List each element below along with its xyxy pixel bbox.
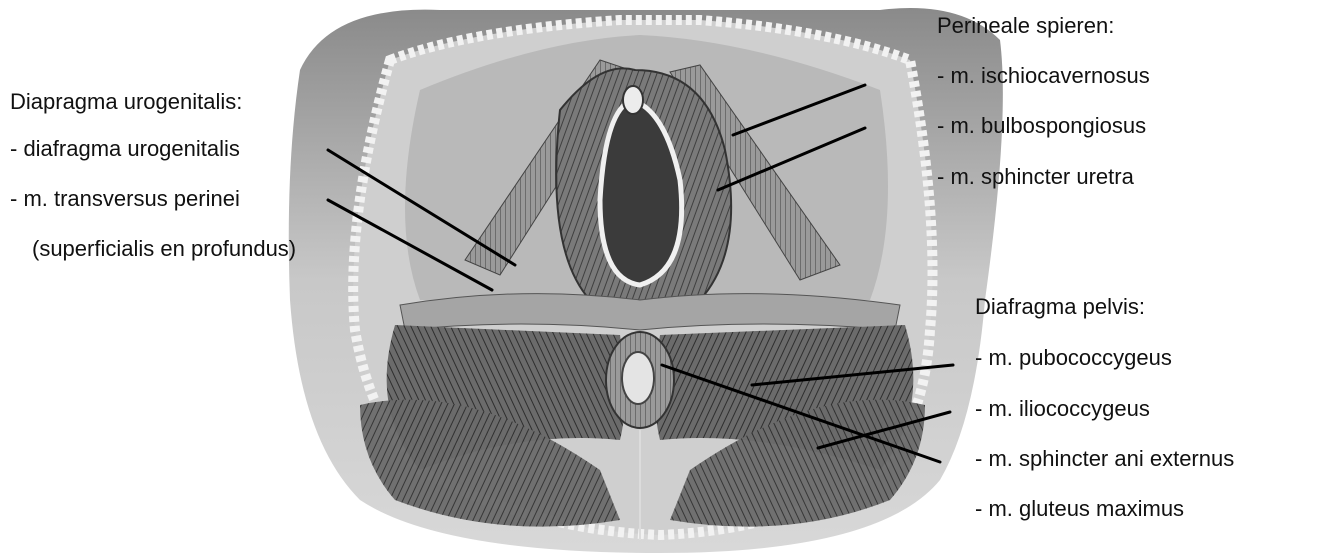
anus: [622, 352, 654, 404]
label-ischiocavernosus: - m. ischiocavernosus: [937, 63, 1150, 89]
label-sphincter-uretra: - m. sphincter uretra: [937, 164, 1134, 190]
label-gluteus-maximus: - m. gluteus maximus: [975, 496, 1184, 522]
label-perineal-heading: Perineale spieren:: [937, 13, 1114, 39]
label-bulbospongiosus: - m. bulbospongiosus: [937, 113, 1146, 139]
label-superficialis-profundus: (superficialis en profundus): [32, 236, 296, 262]
label-transversus-perinei: - m. transversus perinei: [10, 186, 240, 212]
urethral-opening: [623, 86, 643, 114]
transversus-perinei: [400, 294, 900, 330]
label-diafragma-urogenitalis: - diafragma urogenitalis: [10, 136, 240, 162]
label-sphincter-ani-externus: - m. sphincter ani externus: [975, 446, 1234, 472]
label-iliococcygeus: - m. iliococcygeus: [975, 396, 1150, 422]
label-urogenital-heading: Diapragma urogenitalis:: [10, 89, 242, 115]
label-pelvis-heading: Diafragma pelvis:: [975, 294, 1145, 320]
label-pubococcygeus: - m. pubococcygeus: [975, 345, 1172, 371]
